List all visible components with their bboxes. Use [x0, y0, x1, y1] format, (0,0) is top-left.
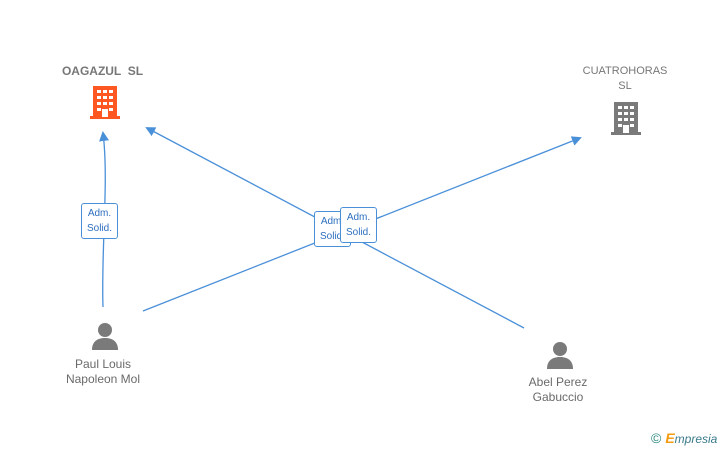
building-icon[interactable]: [610, 100, 642, 136]
person-name-paul[interactable]: Paul Louis Napoleon Mol: [65, 357, 141, 386]
brand-logo: ©Empresia: [651, 430, 717, 446]
relation-label[interactable]: Adm. Solid.: [340, 207, 378, 243]
copyright-icon: ©: [651, 430, 662, 446]
company-name-cuatrohoras[interactable]: CUATROHORAS SL: [582, 65, 668, 92]
person-icon[interactable]: [545, 340, 575, 370]
person-name-abel[interactable]: Abel Perez Gabuccio: [528, 375, 588, 404]
relation-label[interactable]: Adm. Solid.: [81, 203, 119, 239]
brand-initial: E: [665, 430, 675, 446]
building-icon[interactable]: [89, 84, 121, 120]
company-name-oagazul[interactable]: OAGAZUL SL: [61, 64, 144, 78]
brand-text: mpresia: [674, 432, 718, 446]
person-icon[interactable]: [90, 321, 120, 351]
